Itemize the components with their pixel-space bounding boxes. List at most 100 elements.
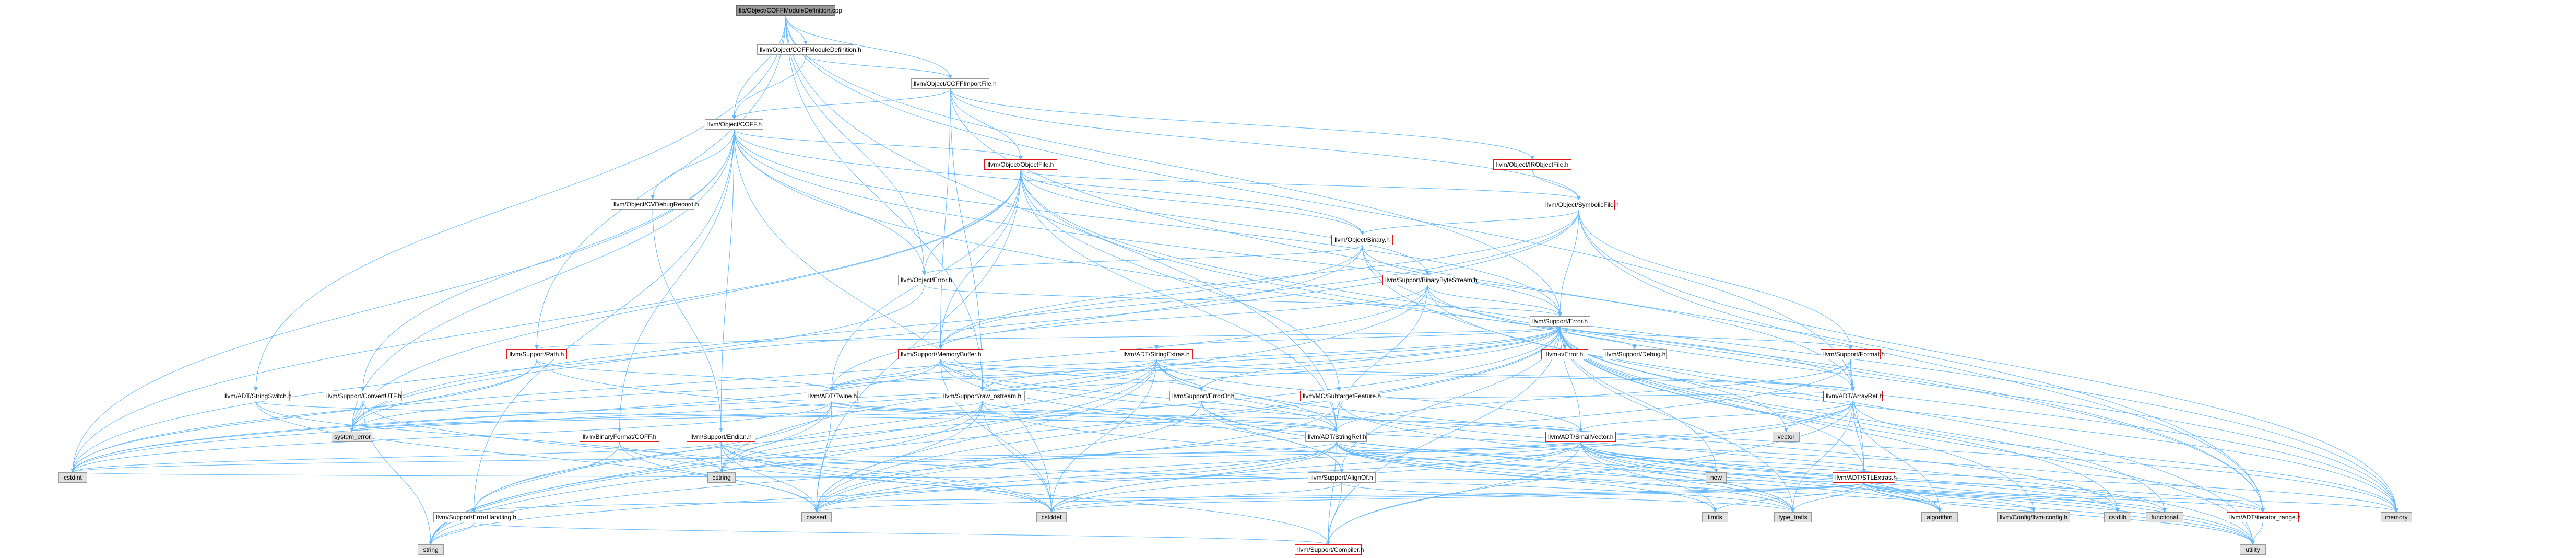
node-binstream[interactable]: llvm/Support/BinaryByteStream.h — [1382, 275, 1478, 285]
edge-strextras-to-triple — [830, 359, 1157, 391]
node-objerror[interactable]: llvm/Object/Error.h — [898, 275, 952, 285]
node-convutf[interactable]: llvm/Support/ConvertUTF.h — [324, 391, 402, 401]
edge-binary-to-utility — [1362, 245, 2255, 545]
node-binfmtcoff[interactable]: llvm/BinaryFormat/COFF.h — [580, 432, 659, 442]
edge-stlextras-to-cassert — [814, 482, 1864, 513]
node-coff[interactable]: llvm/Object/COFF.h — [705, 119, 763, 130]
node-binary[interactable]: llvm/Object/Binary.h — [1331, 235, 1393, 245]
node-iterrange[interactable]: llvm/ADT/iterator_range.h — [2227, 512, 2301, 522]
node-stringref[interactable]: llvm/ADT/StringRef.h — [1305, 432, 1367, 442]
node-path[interactable]: llvm/Support/Path.h — [506, 349, 567, 359]
edge-arrayref-to-smallvec — [1578, 401, 1853, 432]
edge-rawostream-to-stringref — [982, 401, 1338, 432]
edge-rawostream-to-syserr — [350, 401, 983, 432]
node-algorithm[interactable]: algorithm — [1921, 512, 1958, 522]
node-cstdint[interactable]: cstdint — [58, 472, 87, 483]
node-alignof[interactable]: llvm/Support/AlignOf.h — [1308, 472, 1376, 483]
edge-smallvec-to-limits — [1580, 441, 1717, 513]
edge-stlextras-to-limits — [1713, 482, 1864, 513]
node-triple[interactable]: llvm/ADT/Twine.h — [806, 391, 858, 401]
edge-stlextras-to-typetraits — [1791, 482, 1864, 513]
edge-convutf-to-string — [362, 401, 433, 545]
node-cstddef[interactable]: cstddef — [1036, 512, 1067, 522]
edge-coff-to-syserr — [350, 129, 735, 432]
edge-supperror-to-triple — [830, 326, 1561, 391]
edge-root-to-strswitch — [254, 15, 786, 391]
edge-coffmoddef-to-coffimport — [805, 54, 952, 79]
edge-symfile-to-format — [1578, 210, 1853, 350]
node-limits[interactable]: limits — [1702, 512, 1728, 522]
edge-objfile-to-memory — [1020, 169, 2398, 513]
node-membuf[interactable]: llvm/Support/MemoryBuffer.h — [898, 349, 983, 359]
node-syserr[interactable]: system_error — [332, 432, 372, 442]
edge-arrayref-to-compiler — [1326, 401, 1853, 545]
node-stlextras[interactable]: llvm/ADT/STLExtras.h — [1833, 472, 1897, 483]
edge-iterrange-to-utility — [2251, 522, 2263, 545]
edge-smallvec-to-cstdint — [71, 441, 1581, 473]
node-cvdebug[interactable]: llvm/Object/CVDebugRecord.h — [611, 199, 699, 210]
node-smallvec[interactable]: llvm/ADT/SmallVector.h — [1545, 432, 1616, 442]
node-functional[interactable]: functional — [2146, 512, 2183, 522]
node-coffmoddef[interactable]: llvm/Object/COFFModuleDefinition.h — [757, 44, 861, 55]
edge-smallvec-to-algorithm — [1580, 441, 1942, 513]
edge-erroror-to-syserr — [350, 401, 1202, 432]
node-cassert[interactable]: cassert — [801, 512, 832, 522]
edge-subtarget-to-stringref — [1334, 401, 1340, 432]
edge-binstream-to-arrayref — [1427, 285, 1855, 391]
node-memory[interactable]: memory — [2381, 512, 2412, 522]
node-symfile[interactable]: llvm/Object/SymbolicFile.h — [1543, 200, 1619, 210]
edge-objfile-to-objerror — [922, 169, 1021, 275]
node-new[interactable]: new — [1706, 472, 1727, 483]
node-typetraits[interactable]: type_traits — [1774, 512, 1812, 522]
edge-strextras-to-cstdlib — [1156, 359, 2120, 513]
edge-arrayref-to-vector — [1784, 401, 1853, 432]
edge-supperror-to-compiler — [1326, 326, 1561, 545]
node-debug[interactable]: llvm/Support/Debug.h — [1603, 349, 1667, 359]
edge-rawostream-to-cstddef — [982, 401, 1054, 513]
node-rawostream[interactable]: llvm/Support/raw_ostream.h — [940, 391, 1025, 401]
edge-alignof-to-compiler — [1326, 482, 1342, 545]
node-cerror[interactable]: llvm-c/Error.h — [1541, 349, 1588, 359]
node-utility[interactable]: utility — [2240, 544, 2266, 555]
edge-errhandling-to-string — [429, 522, 474, 545]
edge-rawostream-to-typetraits — [982, 401, 1795, 513]
node-format[interactable]: llvm/Support/Format.h — [1821, 349, 1885, 359]
edge-supperror-to-cfgbreak — [1559, 326, 2036, 513]
node-compiler[interactable]: llvm/Support/Compiler.h — [1295, 544, 1364, 555]
edge-arrayref-to-cassert — [814, 401, 1853, 513]
edge-coff-to-endian — [719, 129, 735, 432]
edge-membuf-to-cstdint — [70, 359, 941, 473]
edge-coffmoddef-to-coff — [732, 54, 806, 120]
node-irobj[interactable]: llvm/Object/IRObjectFile.h — [1493, 159, 1571, 170]
node-subtarget[interactable]: llvm/MC/SubtargetFeature.h — [1300, 391, 1381, 401]
edge-coffimport-to-iterrange — [950, 88, 2265, 513]
edge-binary-to-membuf — [938, 245, 1363, 350]
node-strswitch[interactable]: llvm/ADT/StringSwitch.h — [222, 391, 292, 401]
edge-coff-to-supperror — [734, 129, 1562, 317]
edge-symfile-to-memory — [1578, 210, 2398, 513]
edge-stringref-to-iterrange — [1336, 441, 2265, 513]
edge-stlextras-to-cstdint — [72, 472, 1864, 483]
node-vector[interactable]: vector — [1773, 432, 1800, 442]
edge-root-to-coff — [732, 15, 786, 120]
node-strextras[interactable]: llvm/ADT/StringExtras.h — [1120, 349, 1193, 359]
node-cstring[interactable]: cstring — [707, 472, 736, 483]
edge-root-to-coffmoddef — [785, 15, 808, 45]
node-root[interactable]: lib/Object/COFFModuleDefinition.cpp — [736, 5, 842, 16]
edge-binary-to-memory — [1362, 245, 2398, 513]
edge-supperror-to-erroror — [1199, 326, 1561, 391]
edge-erroror-to-cassert — [814, 401, 1202, 513]
edge-supperror-to-strextras — [1154, 326, 1561, 350]
node-supperror[interactable]: llvm/Support/Error.h — [1530, 316, 1590, 327]
node-arrayref[interactable]: llvm/ADT/ArrayRef.h — [1823, 391, 1883, 401]
node-endian[interactable]: llvm/Support/Endian.h — [687, 432, 755, 442]
node-errhandling[interactable]: llvm/Support/ErrorHandling.h — [433, 512, 516, 522]
node-objfile[interactable]: llvm/Object/ObjectFile.h — [984, 159, 1057, 170]
edge-coffimport-to-coff — [732, 88, 951, 120]
node-cstdlib[interactable]: cstdlib — [2104, 512, 2131, 522]
edge-strextras-to-cstddef — [1049, 359, 1157, 513]
node-erroror[interactable]: llvm/Support/ErrorOr.h — [1169, 391, 1234, 401]
node-coffimport[interactable]: llvm/Object/COFFImportFile.h — [911, 78, 997, 89]
node-cfgbreak[interactable]: llvm/Config/llvm-config.h — [1997, 512, 2070, 522]
node-string[interactable]: string — [418, 544, 444, 555]
